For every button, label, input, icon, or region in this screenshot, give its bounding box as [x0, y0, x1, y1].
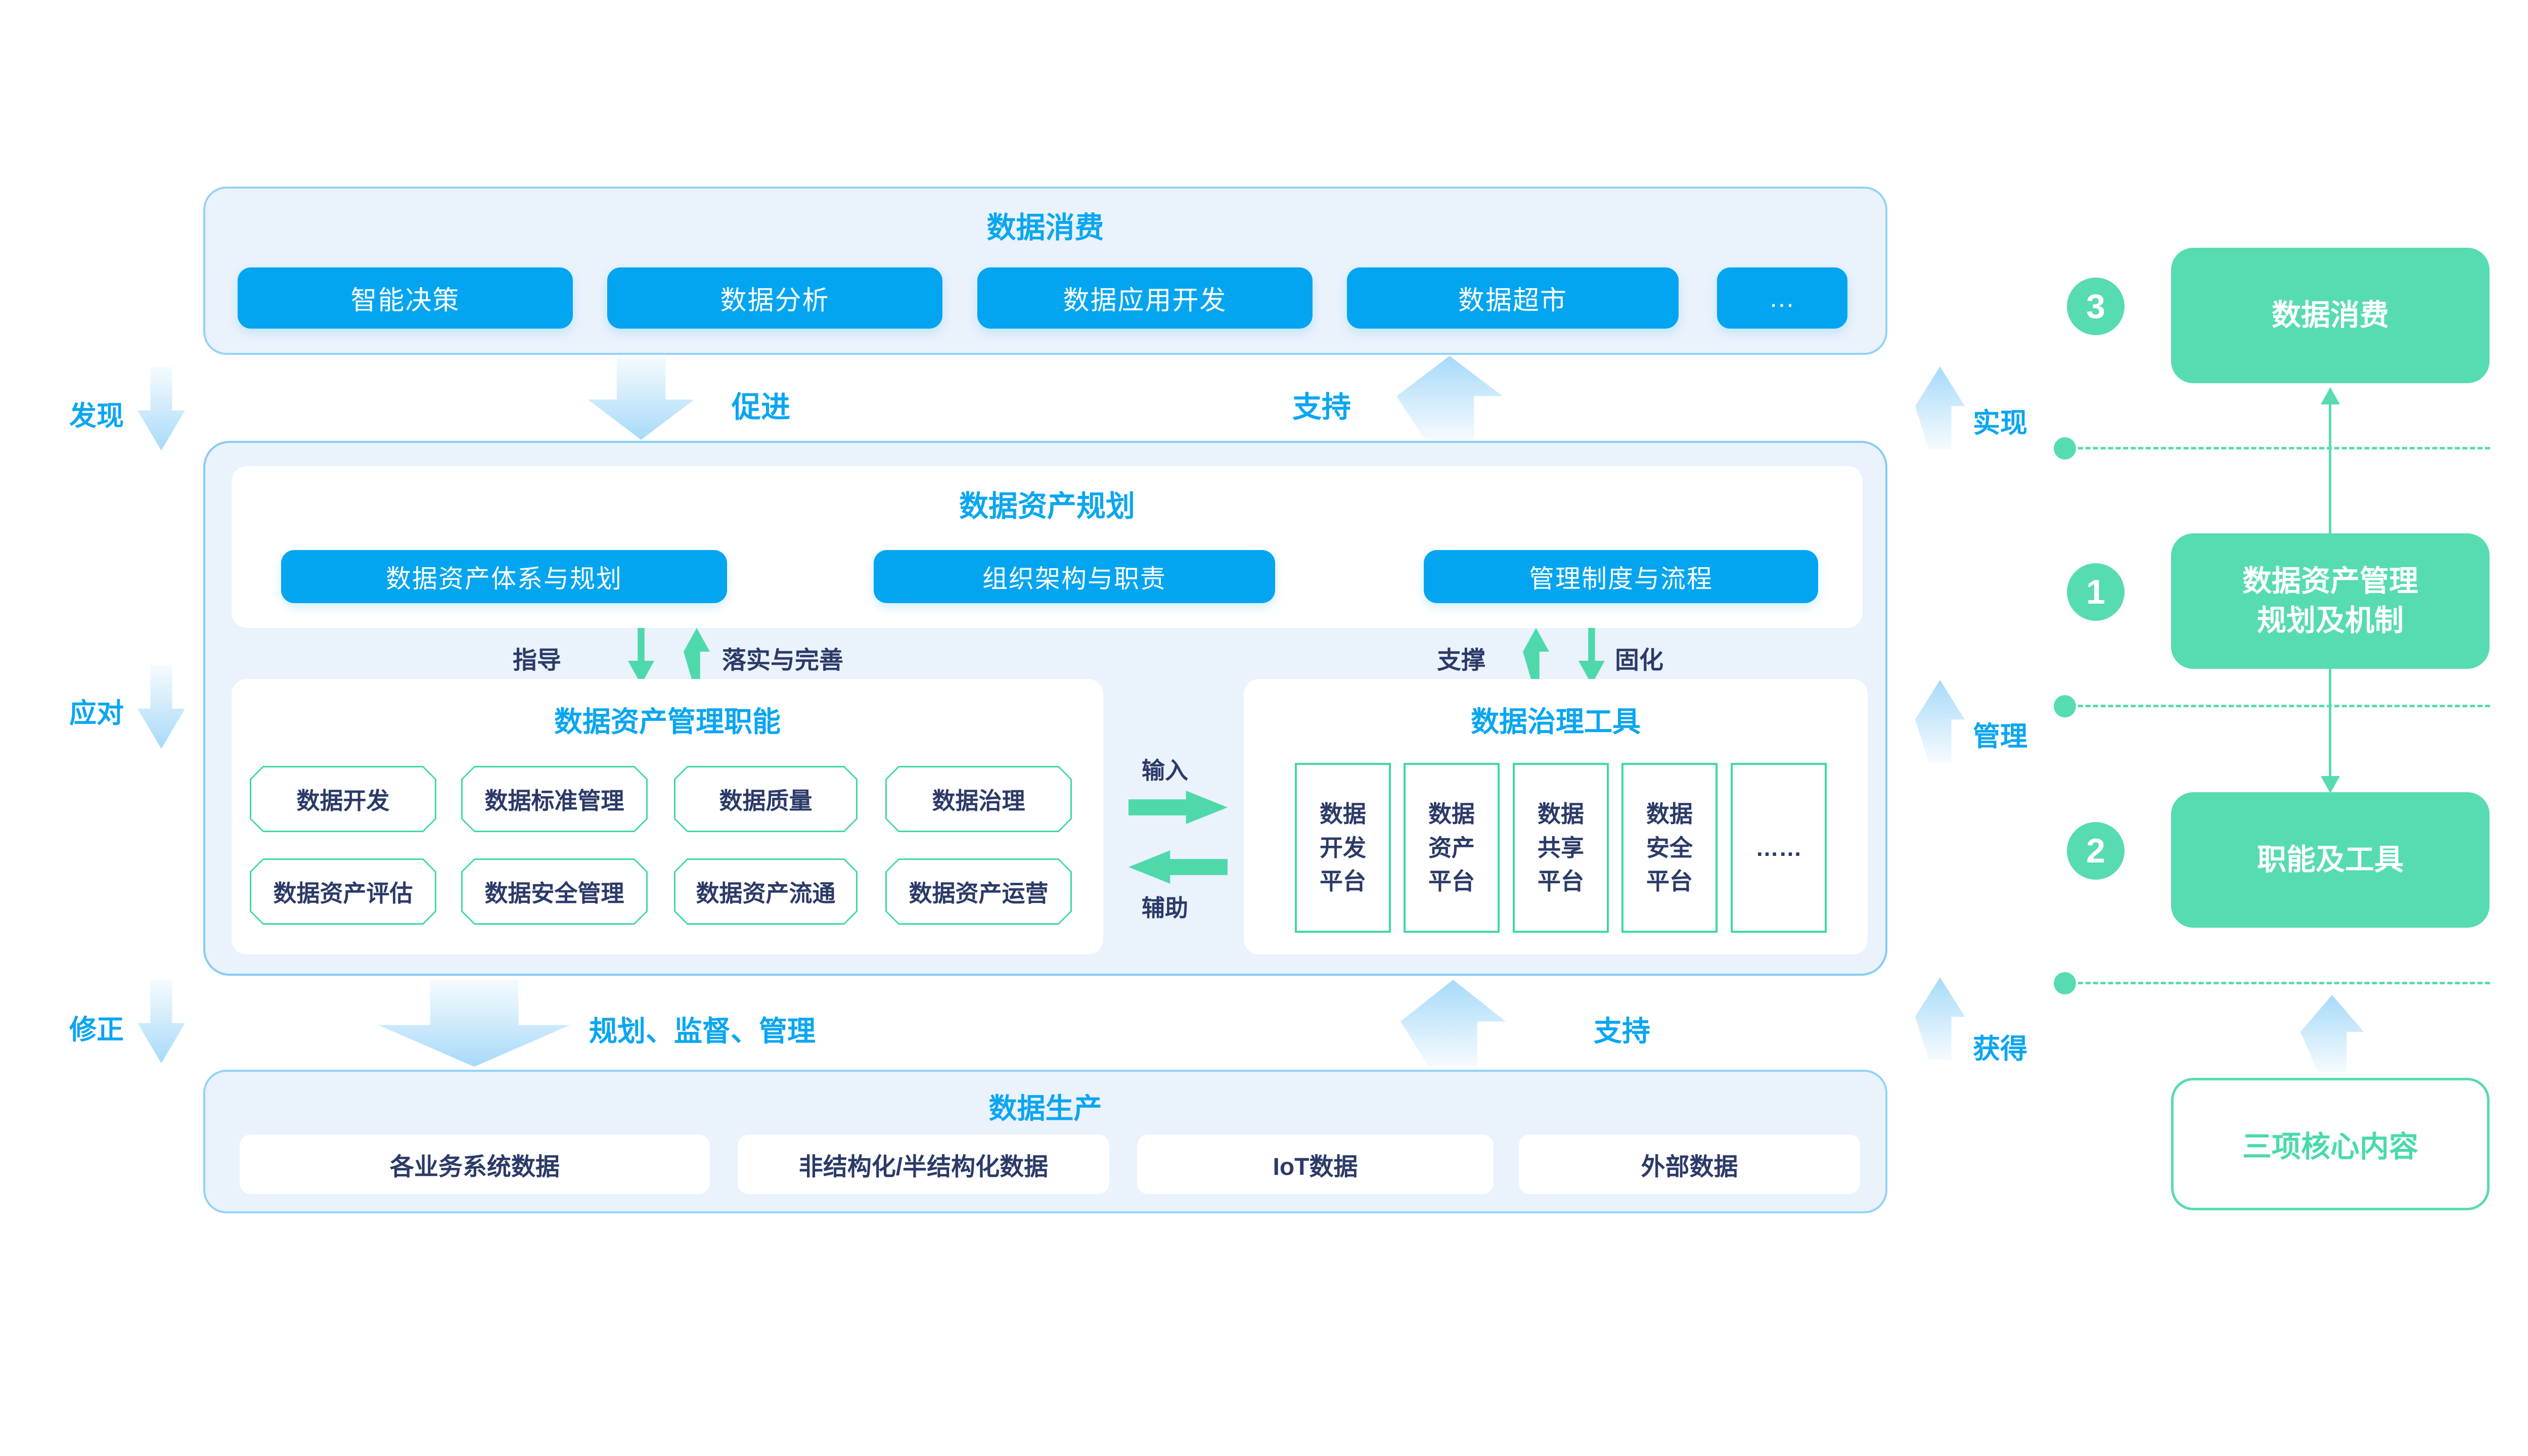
obtain-up-arrow-icon — [1915, 977, 1965, 1060]
core-content-up-arrow-icon — [2300, 995, 2364, 1072]
support-bottom-label: 支持 — [1594, 1015, 1650, 1047]
consumption-item-data-analysis[interactable]: 数据分析 — [607, 267, 942, 329]
function-cell-asset-operation[interactable]: 数据资产运营 — [885, 858, 1072, 925]
plan-manage-down-arrow-icon — [378, 980, 570, 1067]
step-circle-3: 3 — [2067, 278, 2125, 335]
consumption-item-app-dev[interactable]: 数据应用开发 — [977, 267, 1313, 329]
correct-down-arrow-icon — [138, 980, 185, 1063]
obtain-label: 获得 — [1973, 1034, 2027, 1064]
left-flow-correct-label: 修正 — [69, 1015, 124, 1045]
step-circle-2: 2 — [2067, 822, 2125, 880]
manage-up-arrow-icon — [1915, 680, 1965, 762]
planning-title: 数据资产规划 — [959, 490, 1135, 523]
core-content-box: 三项核心内容 — [2171, 1078, 2490, 1210]
assist-left-arrow-icon — [1128, 850, 1228, 884]
platform-data-dev[interactable]: 数据 开发 平台 — [1295, 763, 1391, 933]
production-title: 数据生产 — [988, 1093, 1102, 1124]
data-production-section: 数据生产 各业务系统数据 非结构化/半结构化数据 IoT数据 外部数据 — [203, 1070, 1887, 1213]
step-circle-1: 1 — [2067, 563, 2125, 621]
rail-dashed-divider-2 — [2054, 695, 2490, 717]
consumption-item-more[interactable]: ... — [1717, 267, 1847, 329]
input-right-arrow-icon — [1128, 791, 1228, 824]
implement-up-arrow-icon — [684, 628, 710, 685]
function-cell-data-standard[interactable]: 数据标准管理 — [461, 766, 648, 832]
underpin-label: 支撑 — [1437, 647, 1486, 674]
platform-data-share[interactable]: 数据 共享 平台 — [1513, 763, 1609, 933]
solidify-label: 固化 — [1615, 647, 1664, 674]
production-item-business-systems[interactable]: 各业务系统数据 — [240, 1134, 710, 1194]
left-flow-respond-label: 应对 — [69, 698, 124, 729]
production-item-iot[interactable]: IoT数据 — [1137, 1134, 1494, 1194]
assist-label: 辅助 — [1142, 895, 1188, 921]
rail-dashed-divider-3 — [2054, 972, 2490, 994]
function-cell-asset-circulation[interactable]: 数据资产流通 — [674, 858, 857, 925]
rail-dashed-divider-1 — [2054, 437, 2490, 460]
rail-connector-down — [2329, 669, 2331, 777]
realize-label: 实现 — [1973, 408, 2027, 438]
step-box-planning-mechanism[interactable]: 数据资产管理 规划及机制 — [2171, 533, 2490, 669]
tools-title: 数据治理工具 — [1471, 706, 1641, 738]
functions-title: 数据资产管理职能 — [554, 706, 781, 738]
solidify-down-arrow-icon — [1578, 628, 1605, 685]
platform-data-security[interactable]: 数据 安全 平台 — [1621, 763, 1718, 933]
production-item-unstructured[interactable]: 非结构化/半结构化数据 — [738, 1134, 1109, 1194]
platform-more[interactable]: …… — [1731, 763, 1827, 933]
underpin-up-arrow-icon — [1523, 628, 1549, 685]
management-functions-panel: 数据资产管理职能 数据开发 数据标准管理 数据质量 数据治理 数据资产评估 数据… — [232, 679, 1103, 954]
function-cell-asset-evaluation[interactable]: 数据资产评估 — [250, 858, 436, 925]
guide-down-arrow-icon — [628, 628, 654, 685]
step-box-data-consumption[interactable]: 数据消费 — [2171, 248, 2490, 383]
manage-label: 管理 — [1973, 721, 2027, 752]
promote-down-arrow-icon — [588, 356, 694, 440]
respond-down-arrow-icon — [138, 665, 185, 749]
rail-connector-up — [2329, 402, 2331, 533]
planning-item-org[interactable]: 组织架构与职责 — [874, 550, 1275, 603]
support-top-label: 支持 — [1292, 391, 1351, 424]
platform-data-asset[interactable]: 数据 资产 平台 — [1404, 763, 1500, 933]
input-label: 输入 — [1142, 757, 1188, 784]
data-consumption-section: 数据消费 智能决策 数据分析 数据应用开发 数据超市 ... — [203, 187, 1887, 355]
guide-label: 指导 — [513, 647, 562, 674]
planning-item-policy[interactable]: 管理制度与流程 — [1424, 550, 1818, 603]
data-consumption-title: 数据消费 — [986, 211, 1104, 244]
function-cell-security-mgmt[interactable]: 数据安全管理 — [461, 858, 648, 925]
plan-manage-label: 规划、监督、管理 — [589, 1015, 816, 1047]
function-cell-data-quality[interactable]: 数据质量 — [674, 766, 857, 832]
function-cell-data-governance[interactable]: 数据治理 — [885, 766, 1072, 832]
rail-up-arrowhead-icon — [2321, 387, 2340, 404]
governance-tools-panel: 数据治理工具 数据 开发 平台 数据 资产 平台 数据 共享 平台 数据 安全 … — [1244, 679, 1868, 954]
support-top-up-arrow-icon — [1396, 356, 1503, 440]
function-cell-data-dev[interactable]: 数据开发 — [250, 766, 436, 832]
consumption-item-data-mart[interactable]: 数据超市 — [1347, 267, 1679, 329]
consumption-item-smart-decision[interactable]: 智能决策 — [238, 267, 573, 329]
planning-item-system[interactable]: 数据资产体系与规划 — [281, 550, 727, 603]
data-asset-management-section: 数据资产规划 数据资产体系与规划 组织架构与职责 管理制度与流程 指导 落实与完… — [203, 441, 1887, 976]
discover-down-arrow-icon — [138, 367, 185, 450]
left-flow-discover-label: 发现 — [69, 401, 124, 431]
step-box-functions-tools[interactable]: 职能及工具 — [2171, 792, 2490, 928]
production-item-external[interactable]: 外部数据 — [1519, 1134, 1860, 1194]
implement-label: 落实与完善 — [722, 647, 844, 674]
rail-down-arrowhead-icon — [2321, 776, 2340, 793]
realize-up-arrow-icon — [1915, 367, 1965, 449]
support-bottom-up-arrow-icon — [1401, 980, 1506, 1067]
data-asset-planning-panel: 数据资产规划 数据资产体系与规划 组织架构与职责 管理制度与流程 — [232, 466, 1863, 628]
promote-label: 促进 — [732, 391, 791, 424]
